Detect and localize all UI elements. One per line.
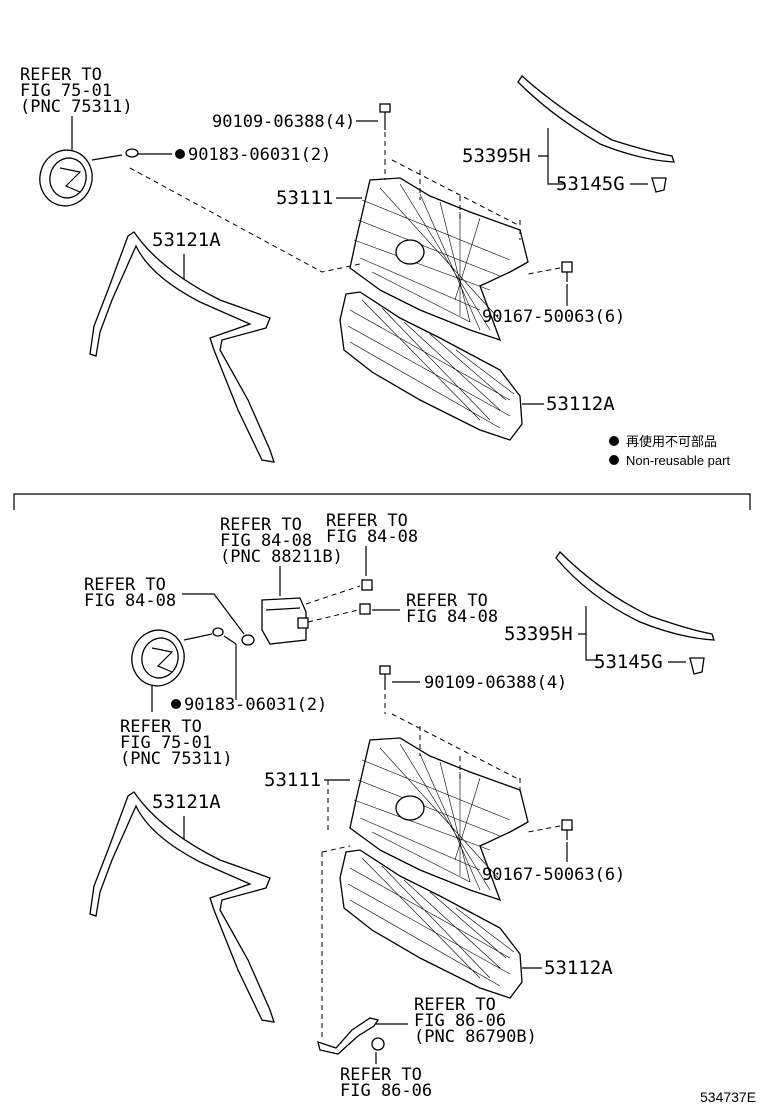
bolt-part-top: 90109-06388(4) — [212, 112, 355, 132]
lower-grille-bottom — [339, 849, 523, 999]
screw-part-top: 90167-50063(6) — [482, 307, 625, 327]
non-reusable-dot-top — [175, 149, 185, 159]
refer-sensor-l1: REFER TO — [220, 515, 302, 535]
refer-bolt-l1: REFER TO — [84, 575, 166, 595]
screw-part-bottom: 90167-50063(6) — [482, 865, 625, 885]
refer-emblem-top-l2: FIG 75-01 — [20, 81, 112, 101]
section-divider — [13, 493, 751, 510]
refer-emblem-top-l3: (PNC 75311) — [20, 97, 133, 117]
refer-sensor-l2: FIG 84-08 — [220, 531, 312, 551]
refer-emblem-bottom-l3: (PNC 75311) — [120, 749, 233, 769]
figure-id: 534737E — [700, 1089, 756, 1105]
lower-grille-part-bottom: 53112A — [544, 957, 613, 979]
emblem-bottom — [131, 629, 185, 687]
frame-part-top: 53121A — [152, 229, 221, 251]
molding-clip-top — [651, 177, 667, 193]
screw-bottom — [561, 819, 573, 840]
molding-part-top: 53395H — [462, 145, 531, 167]
molding-clip-part-top: 53145G — [556, 173, 625, 195]
refer-emblem-bottom-l2: FIG 75-01 — [120, 733, 212, 753]
refer-sensor2-l1: REFER TO — [326, 511, 408, 531]
refer-harness-l2: FIG 86-06 — [414, 1011, 506, 1031]
refer-harness-l1: REFER TO — [414, 995, 496, 1015]
nut-sensor-2 — [359, 603, 371, 615]
refer-nut-l2: FIG 84-08 — [406, 607, 498, 627]
refer-nut-l1: REFER TO — [406, 591, 488, 611]
clip-part-top: 90183-06031(2) — [188, 145, 331, 165]
molding-clip-bottom — [689, 657, 705, 675]
screw-top — [561, 261, 573, 282]
refer-harness2-l2: FIG 86-06 — [340, 1081, 432, 1101]
clip-washer-bottom — [212, 627, 224, 637]
grille-top — [349, 177, 529, 342]
radar-sensor — [261, 597, 309, 645]
grille-part-bottom: 53111 — [264, 769, 321, 791]
bolt-bottom — [379, 665, 391, 690]
top-section: REFER TO FIG 75-01 (PNC 75311) 90183-060… — [20, 65, 730, 468]
lower-grille-top — [339, 291, 523, 441]
nut-sensor-1 — [361, 579, 373, 591]
bottom-section: REFER TO FIG 84-08 (PNC 88211B) REFER TO… — [84, 511, 715, 1101]
wire-harness — [317, 1017, 380, 1055]
non-reusable-dot-bottom — [171, 699, 181, 709]
legend-dot-1 — [609, 436, 619, 446]
emblem-top — [39, 149, 93, 207]
bolt-sensor — [241, 634, 255, 646]
refer-emblem-bottom-l1: REFER TO — [120, 717, 202, 737]
refer-sensor2-l2: FIG 84-08 — [326, 527, 418, 547]
legend-dot-2 — [609, 455, 619, 465]
refer-bolt-l2: FIG 84-08 — [84, 591, 176, 611]
grille-bottom — [349, 737, 529, 902]
refer-sensor-l3: (PNC 88211B) — [220, 547, 343, 567]
harness-clamp — [371, 1037, 385, 1051]
molding-part-bottom: 53395H — [504, 623, 573, 645]
legend-line2: Non-reusable part — [626, 453, 730, 468]
clip-part-bottom: 90183-06031(2) — [184, 695, 327, 715]
bolt-part-bottom: 90109-06388(4) — [424, 673, 567, 693]
bolt-top — [379, 103, 391, 130]
clip-washer-top — [125, 148, 139, 158]
molding-strip-top — [517, 75, 675, 163]
lower-grille-part-top: 53112A — [546, 393, 615, 415]
legend-line1: 再使用不可部品 — [626, 434, 717, 449]
grille-part-top: 53111 — [276, 187, 333, 209]
refer-emblem-top-l1: REFER TO — [20, 65, 102, 85]
refer-harness-l3: (PNC 86790B) — [414, 1027, 537, 1047]
refer-harness2-l1: REFER TO — [340, 1065, 422, 1085]
molding-strip-bottom — [555, 550, 715, 641]
frame-part-bottom: 53121A — [152, 791, 221, 813]
molding-clip-part-bottom: 53145G — [594, 651, 663, 673]
frame-bottom — [89, 791, 275, 1023]
frame-top — [89, 231, 275, 463]
